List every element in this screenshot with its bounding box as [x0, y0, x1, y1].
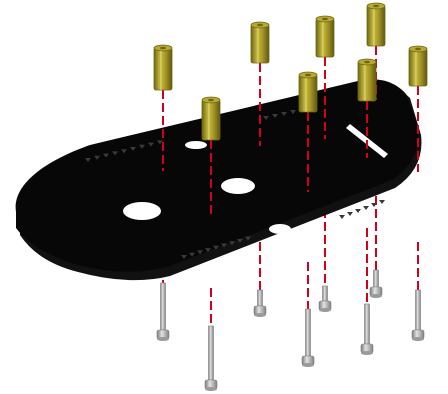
- hex-standoff-icon: [315, 15, 335, 58]
- plate-cutout: [339, 215, 345, 219]
- plate-cutout: [205, 248, 211, 253]
- hex-standoff-icon: [298, 71, 318, 113]
- plate-hole: [221, 178, 255, 194]
- plate-cutout: [189, 252, 195, 257]
- screws: [156, 269, 425, 391]
- plate-cutout: [263, 116, 269, 120]
- screw-icon: [301, 308, 315, 367]
- hex-standoff-icon: [153, 44, 173, 91]
- plate-cutout: [94, 155, 100, 160]
- plate-cutout: [347, 212, 353, 216]
- plate-top: [15, 79, 419, 272]
- plate-hole: [123, 202, 161, 220]
- screw-icon: [253, 289, 267, 317]
- plate-cutout: [281, 112, 287, 116]
- hex-standoff-icon: [357, 58, 377, 102]
- plate-cutout: [371, 203, 377, 207]
- screw-icon: [411, 289, 425, 341]
- screw-icon: [360, 303, 374, 355]
- screw-icon: [369, 269, 383, 298]
- plate-cutout: [229, 241, 235, 246]
- screw-icon: [318, 285, 332, 312]
- hex-standoff-icon: [366, 2, 386, 47]
- plate-cutout: [157, 140, 163, 145]
- screw-icon: [156, 282, 170, 341]
- plate-cutout: [290, 110, 296, 114]
- hex-standoff-icon: [408, 45, 428, 87]
- plate-cutout: [112, 151, 118, 156]
- plate-cutout: [85, 158, 91, 162]
- plate-cutout: [103, 153, 109, 158]
- chassis-plate: [15, 79, 422, 281]
- plate-cutout: [245, 236, 251, 241]
- screw-icon: [204, 325, 218, 391]
- plate-cutout: [379, 200, 385, 204]
- plate-cutout: [139, 144, 145, 149]
- plate-cutout: [221, 243, 227, 248]
- plate-hole: [185, 141, 207, 149]
- plate-cutout: [121, 149, 127, 154]
- plate-hole: [269, 224, 291, 234]
- plate-cutout: [272, 114, 278, 118]
- plate-cutout: [213, 245, 219, 250]
- standoffs: [153, 2, 428, 141]
- hex-standoff-icon: [250, 21, 270, 64]
- plate-cutout: [130, 147, 136, 151]
- hex-standoff-icon: [201, 96, 221, 141]
- plate-cutout: [148, 142, 154, 147]
- plate-cutout: [237, 238, 243, 243]
- plate-cutout: [197, 250, 203, 255]
- plate-cutout: [355, 209, 361, 213]
- plate-cutout: [181, 255, 187, 259]
- plate-cutout: [363, 206, 369, 210]
